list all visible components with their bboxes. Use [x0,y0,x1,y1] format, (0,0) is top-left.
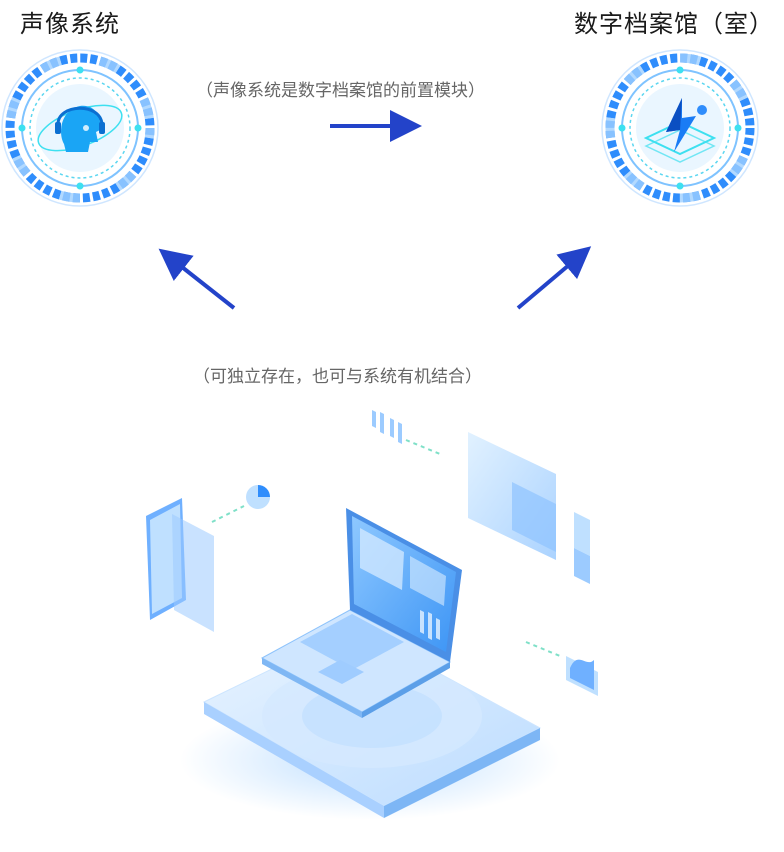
laptop [260,508,462,718]
phone-device [146,485,270,632]
independent-note: （可独立存在，也可与系统有机结合） [193,367,482,387]
voice-system-title: 声像系统 [20,10,120,38]
prerequisite-note: （声像系统是数字档案馆的前置模块） [196,81,485,101]
floating-panels [468,432,590,584]
bar-graphic [372,410,402,444]
mini-chart-icon [525,641,598,696]
arrow-bottom-to-left [158,248,236,310]
digital-archive-title: 数字档案馆（室） [574,10,774,38]
arrow-bottom-to-right [516,246,592,310]
headset-head-icon [55,105,105,152]
archive-cube-icon [643,98,717,163]
platform-base [202,627,542,818]
